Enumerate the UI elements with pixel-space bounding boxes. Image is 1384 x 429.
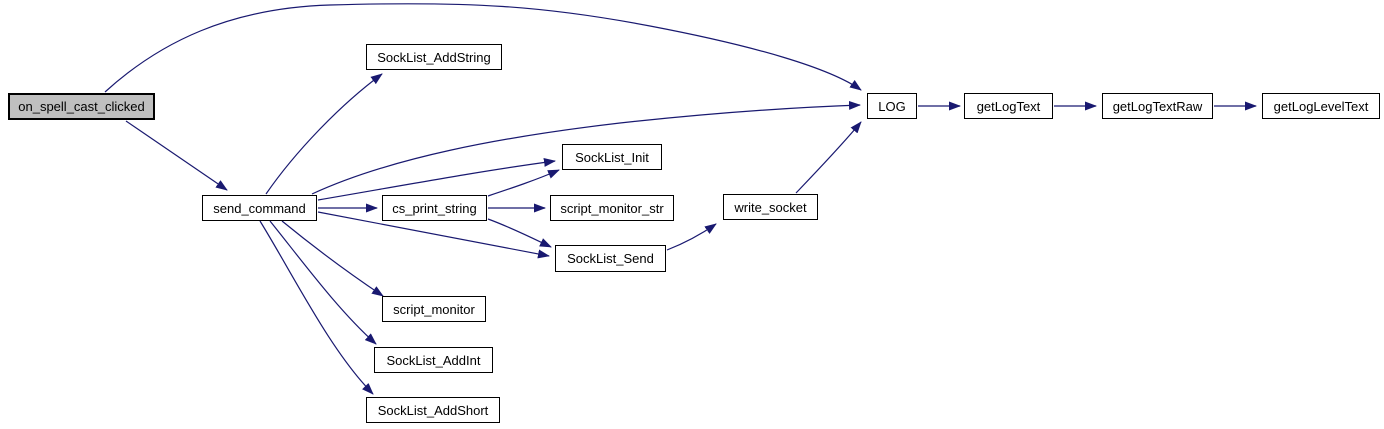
edge-on_spell_cast_clicked-to-send_command [125,120,228,191]
node-script_monitor[interactable]: script_monitor [382,296,486,322]
node-getLogText[interactable]: getLogText [964,93,1053,119]
node-SockList_AddString[interactable]: SockList_AddString [366,44,502,70]
edge-on_spell_cast_clicked-to-LOG [104,3,862,93]
node-SockList_Init[interactable]: SockList_Init [562,144,662,170]
edge-send_command-to-SockList_AddShort [259,220,374,395]
node-SockList_AddShort[interactable]: SockList_AddShort [366,397,500,423]
node-SockList_AddInt[interactable]: SockList_AddInt [374,347,493,373]
node-LOG[interactable]: LOG [867,93,917,119]
edge-cs_print_string-to-SockList_Send [487,218,552,248]
edge-send_command-to-SockList_AddString [265,73,383,195]
edge-send_command-to-SockList_Init [317,157,556,201]
node-send_command[interactable]: send_command [202,195,317,221]
node-on_spell_cast_clicked: on_spell_cast_clicked [8,93,155,120]
edge-SockList_Send-to-write_socket [666,223,717,251]
node-script_monitor_str[interactable]: script_monitor_str [550,195,674,221]
edge-send_command-to-SockList_AddInt [269,220,377,345]
node-getLogTextRaw[interactable]: getLogTextRaw [1102,93,1213,119]
edge-write_socket-to-LOG [795,121,862,194]
edge-cs_print_string-to-SockList_Init [487,169,560,197]
edge-send_command-to-LOG [311,100,861,195]
node-getLogLevelText[interactable]: getLogLevelText [1262,93,1380,119]
node-cs_print_string[interactable]: cs_print_string [382,195,487,221]
node-write_socket[interactable]: write_socket [723,194,818,220]
edge-send_command-to-SockList_Send [317,211,550,259]
edge-send_command-to-script_monitor [281,220,384,297]
node-SockList_Send[interactable]: SockList_Send [555,245,666,272]
